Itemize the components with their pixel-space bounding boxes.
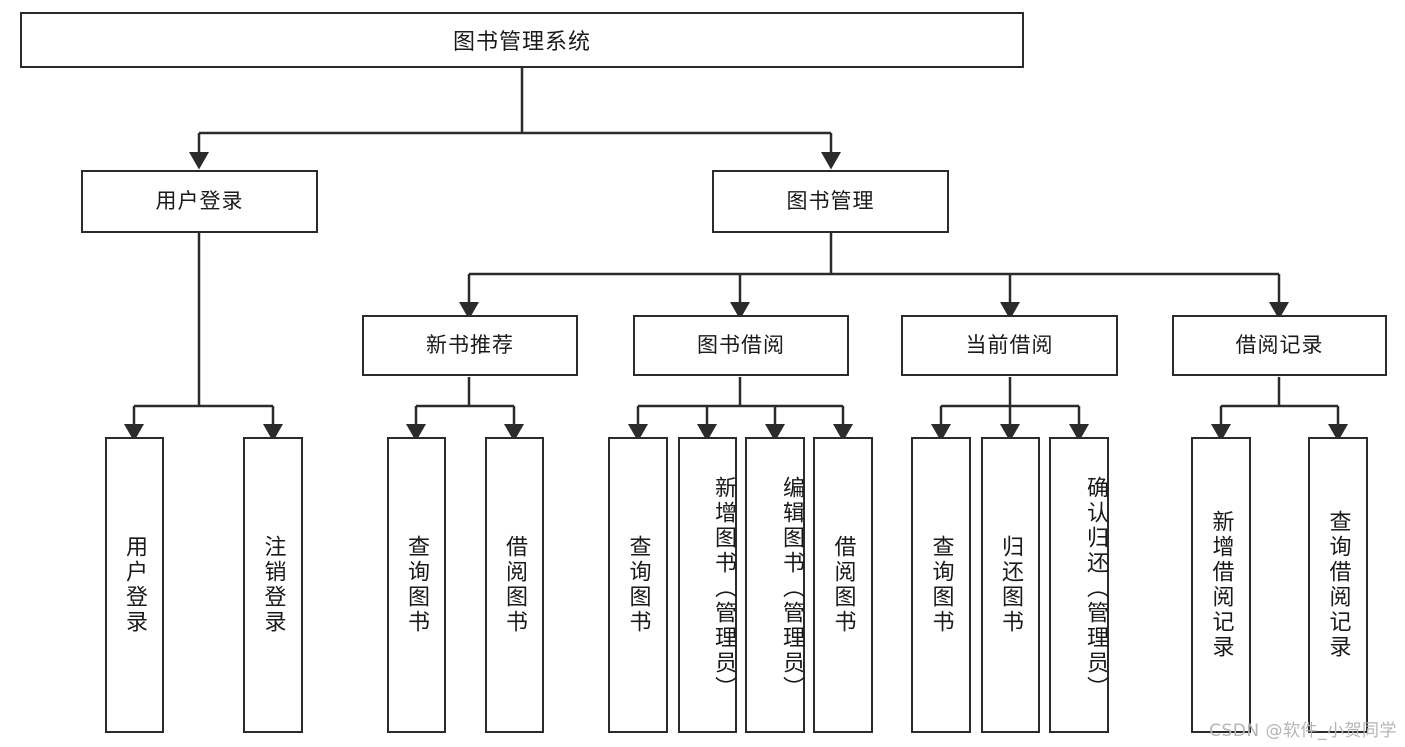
node-label: 借阅记录	[1235, 332, 1324, 357]
leaf-add-borrow-record[interactable]: 新增借阅记录	[1191, 437, 1251, 733]
leaf-query-borrow-record[interactable]: 查询借阅记录	[1308, 437, 1368, 733]
node-label: 图书管理系统	[452, 30, 591, 55]
node-label: 图书借阅	[697, 332, 785, 357]
node-label: 借阅图书	[502, 535, 528, 635]
leaf-query-books-current[interactable]: 查询图书	[911, 437, 971, 733]
node-label: 图书管理	[786, 188, 875, 213]
node-label: 查询图书	[928, 535, 954, 635]
leaf-borrow-books[interactable]: 借阅图书	[813, 437, 873, 733]
node-label: 当前借阅	[965, 332, 1054, 357]
leaf-add-book-admin[interactable]: 新增图书（管理员）	[678, 437, 737, 733]
node-label: 用户登录	[155, 188, 244, 213]
node-label: 注销登录	[260, 535, 286, 635]
node-root-book-management-system[interactable]: 图书管理系统	[20, 12, 1024, 68]
node-book-borrow[interactable]: 图书借阅	[633, 315, 849, 376]
node-label: 用户登录	[122, 535, 148, 635]
leaf-user-login[interactable]: 用户登录	[105, 437, 164, 733]
leaf-edit-book-admin[interactable]: 编辑图书（管理员）	[745, 437, 805, 733]
leaf-borrow-books-recommend[interactable]: 借阅图书	[485, 437, 544, 733]
node-label: 新增图书（管理员）	[711, 475, 736, 701]
leaf-query-books-recommend[interactable]: 查询图书	[387, 437, 446, 733]
node-label: 确认归还（管理员）	[1083, 475, 1108, 701]
node-book-management[interactable]: 图书管理	[712, 170, 949, 233]
node-label: 新增借阅记录	[1208, 510, 1234, 660]
leaf-query-books-borrow[interactable]: 查询图书	[608, 437, 668, 733]
node-user-login[interactable]: 用户登录	[81, 170, 318, 233]
node-label: 查询图书	[625, 535, 651, 635]
node-current-borrow[interactable]: 当前借阅	[901, 315, 1118, 376]
node-label: 编辑图书（管理员）	[779, 475, 804, 701]
node-label: 新书推荐	[426, 332, 514, 357]
leaf-logout[interactable]: 注销登录	[243, 437, 303, 733]
node-label: 查询图书	[404, 535, 430, 635]
node-label: 借阅图书	[830, 535, 856, 635]
watermark-text: CSDN @软件_小贺同学	[1209, 721, 1397, 741]
node-label: 归还图书	[998, 535, 1024, 635]
leaf-confirm-return-admin[interactable]: 确认归还（管理员）	[1049, 437, 1109, 733]
node-label: 查询借阅记录	[1325, 510, 1351, 660]
leaf-return-books[interactable]: 归还图书	[981, 437, 1040, 733]
node-borrow-records[interactable]: 借阅记录	[1172, 315, 1387, 376]
node-new-book-recommend[interactable]: 新书推荐	[362, 315, 578, 376]
